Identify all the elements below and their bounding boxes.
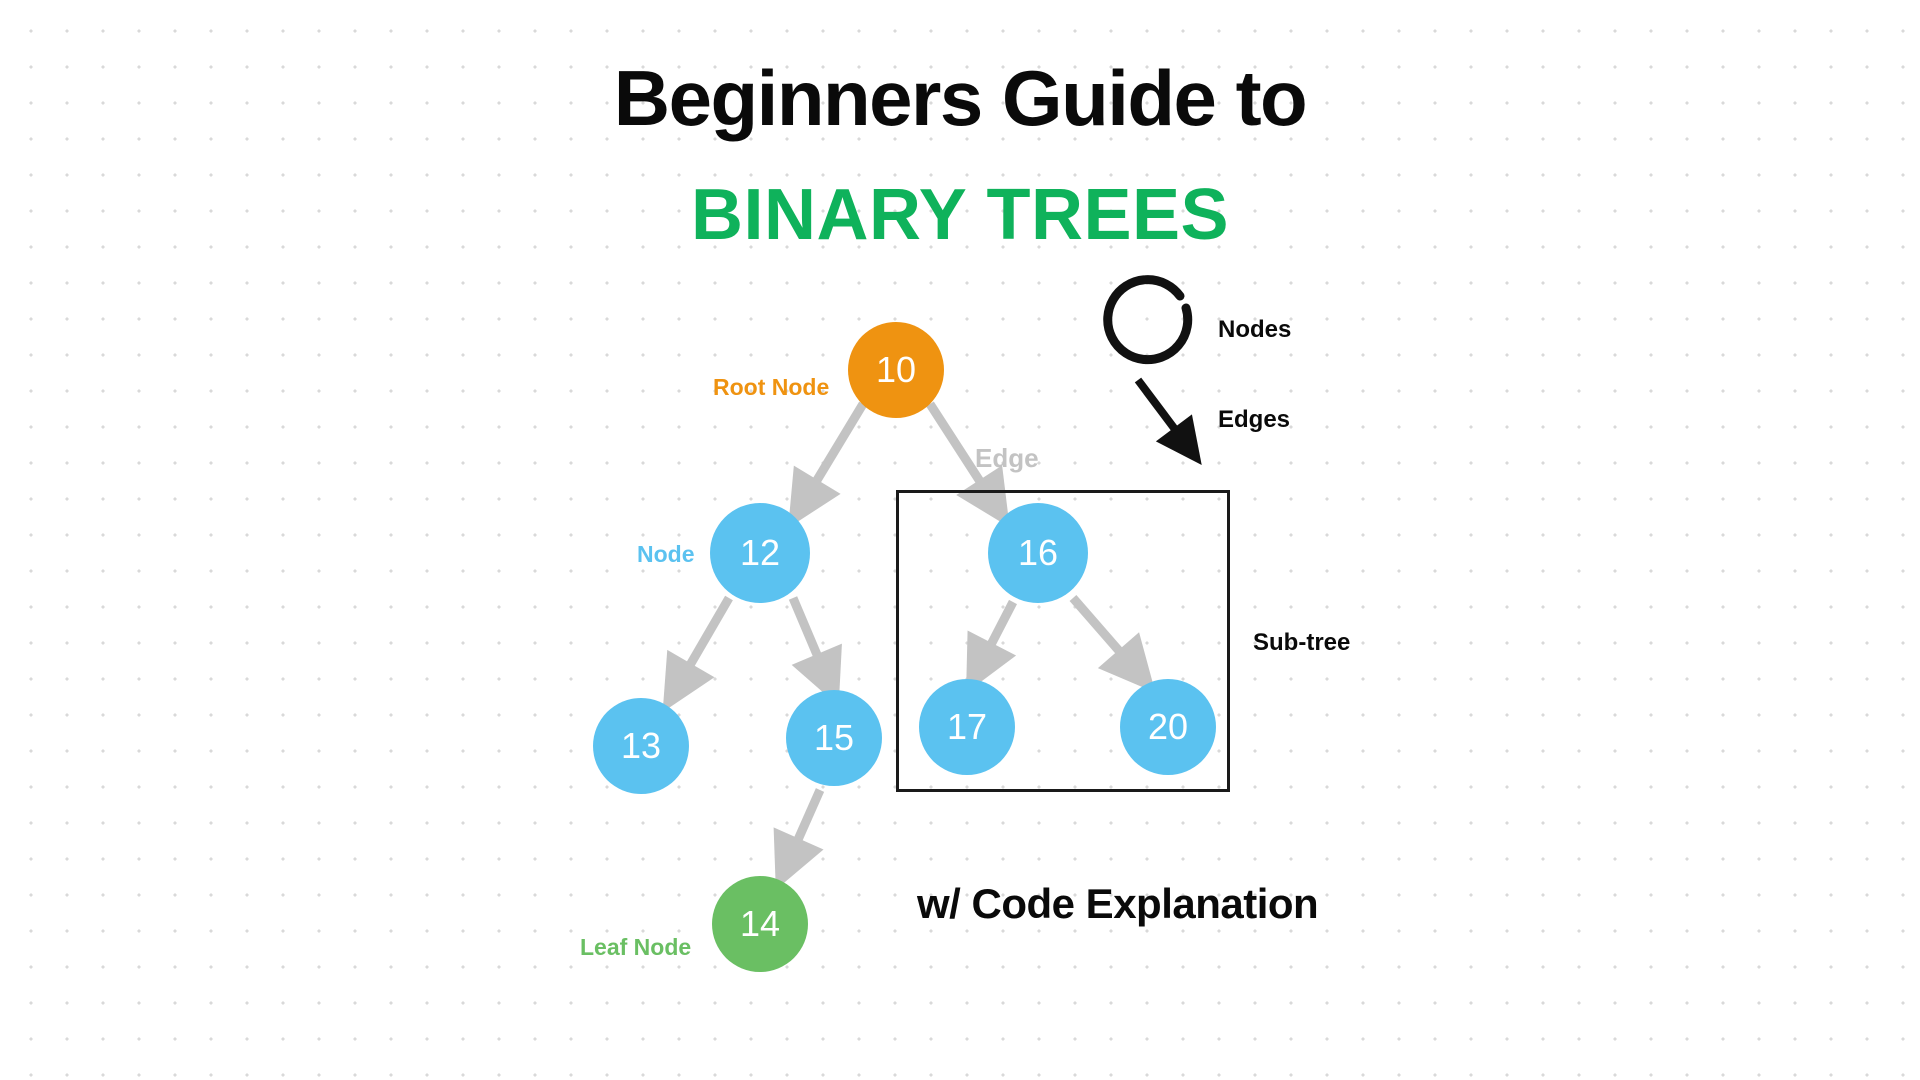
- root-node-label: Root Node: [713, 374, 830, 400]
- tree-node-16[interactable]: 16: [988, 503, 1088, 603]
- tree-node-15-value: 15: [813, 717, 855, 758]
- tree-node-20[interactable]: 20: [1120, 679, 1216, 775]
- tree-node-14[interactable]: 14: [712, 876, 808, 972]
- edge-10-12: [788, 401, 867, 528]
- tree-node-12-value: 12: [739, 532, 781, 573]
- footer-caption: w/ Code Explanation: [917, 880, 1319, 927]
- subtree-highlight-box: [896, 490, 1230, 792]
- edges-icon: [1134, 377, 1202, 465]
- legend-nodes-label: Nodes: [1218, 316, 1292, 343]
- tree-node-12[interactable]: 12: [710, 503, 810, 603]
- tree-node-15[interactable]: 15: [786, 690, 882, 786]
- leaf-node-label: Leaf Node: [580, 934, 692, 960]
- tree-node-14-value: 14: [739, 903, 781, 944]
- edge-label: Edge: [975, 443, 1039, 473]
- tree-node-16-value: 16: [1017, 532, 1059, 573]
- tree-node-10-value: 10: [875, 349, 917, 390]
- subtree-label: Sub-tree: [1253, 629, 1351, 656]
- edge-12-13: [662, 595, 733, 713]
- tree-node-13[interactable]: 13: [593, 698, 689, 794]
- page-title-line1: Beginners Guide to: [613, 54, 1308, 142]
- tree-node-17[interactable]: 17: [919, 679, 1015, 775]
- edge-15-14: [773, 788, 825, 890]
- edge-12-15: [788, 596, 842, 706]
- tree-node-10[interactable]: 10: [848, 322, 944, 418]
- tree-node-13-value: 13: [620, 725, 662, 766]
- tree-node-17-value: 17: [946, 706, 988, 747]
- node-label: Node: [637, 541, 695, 567]
- tree-node-20-value: 20: [1147, 706, 1189, 747]
- nodes-icon: [1103, 275, 1193, 365]
- legend-edges-label: Edges: [1218, 406, 1291, 433]
- page-title-line2: BINARY TREES: [690, 175, 1230, 255]
